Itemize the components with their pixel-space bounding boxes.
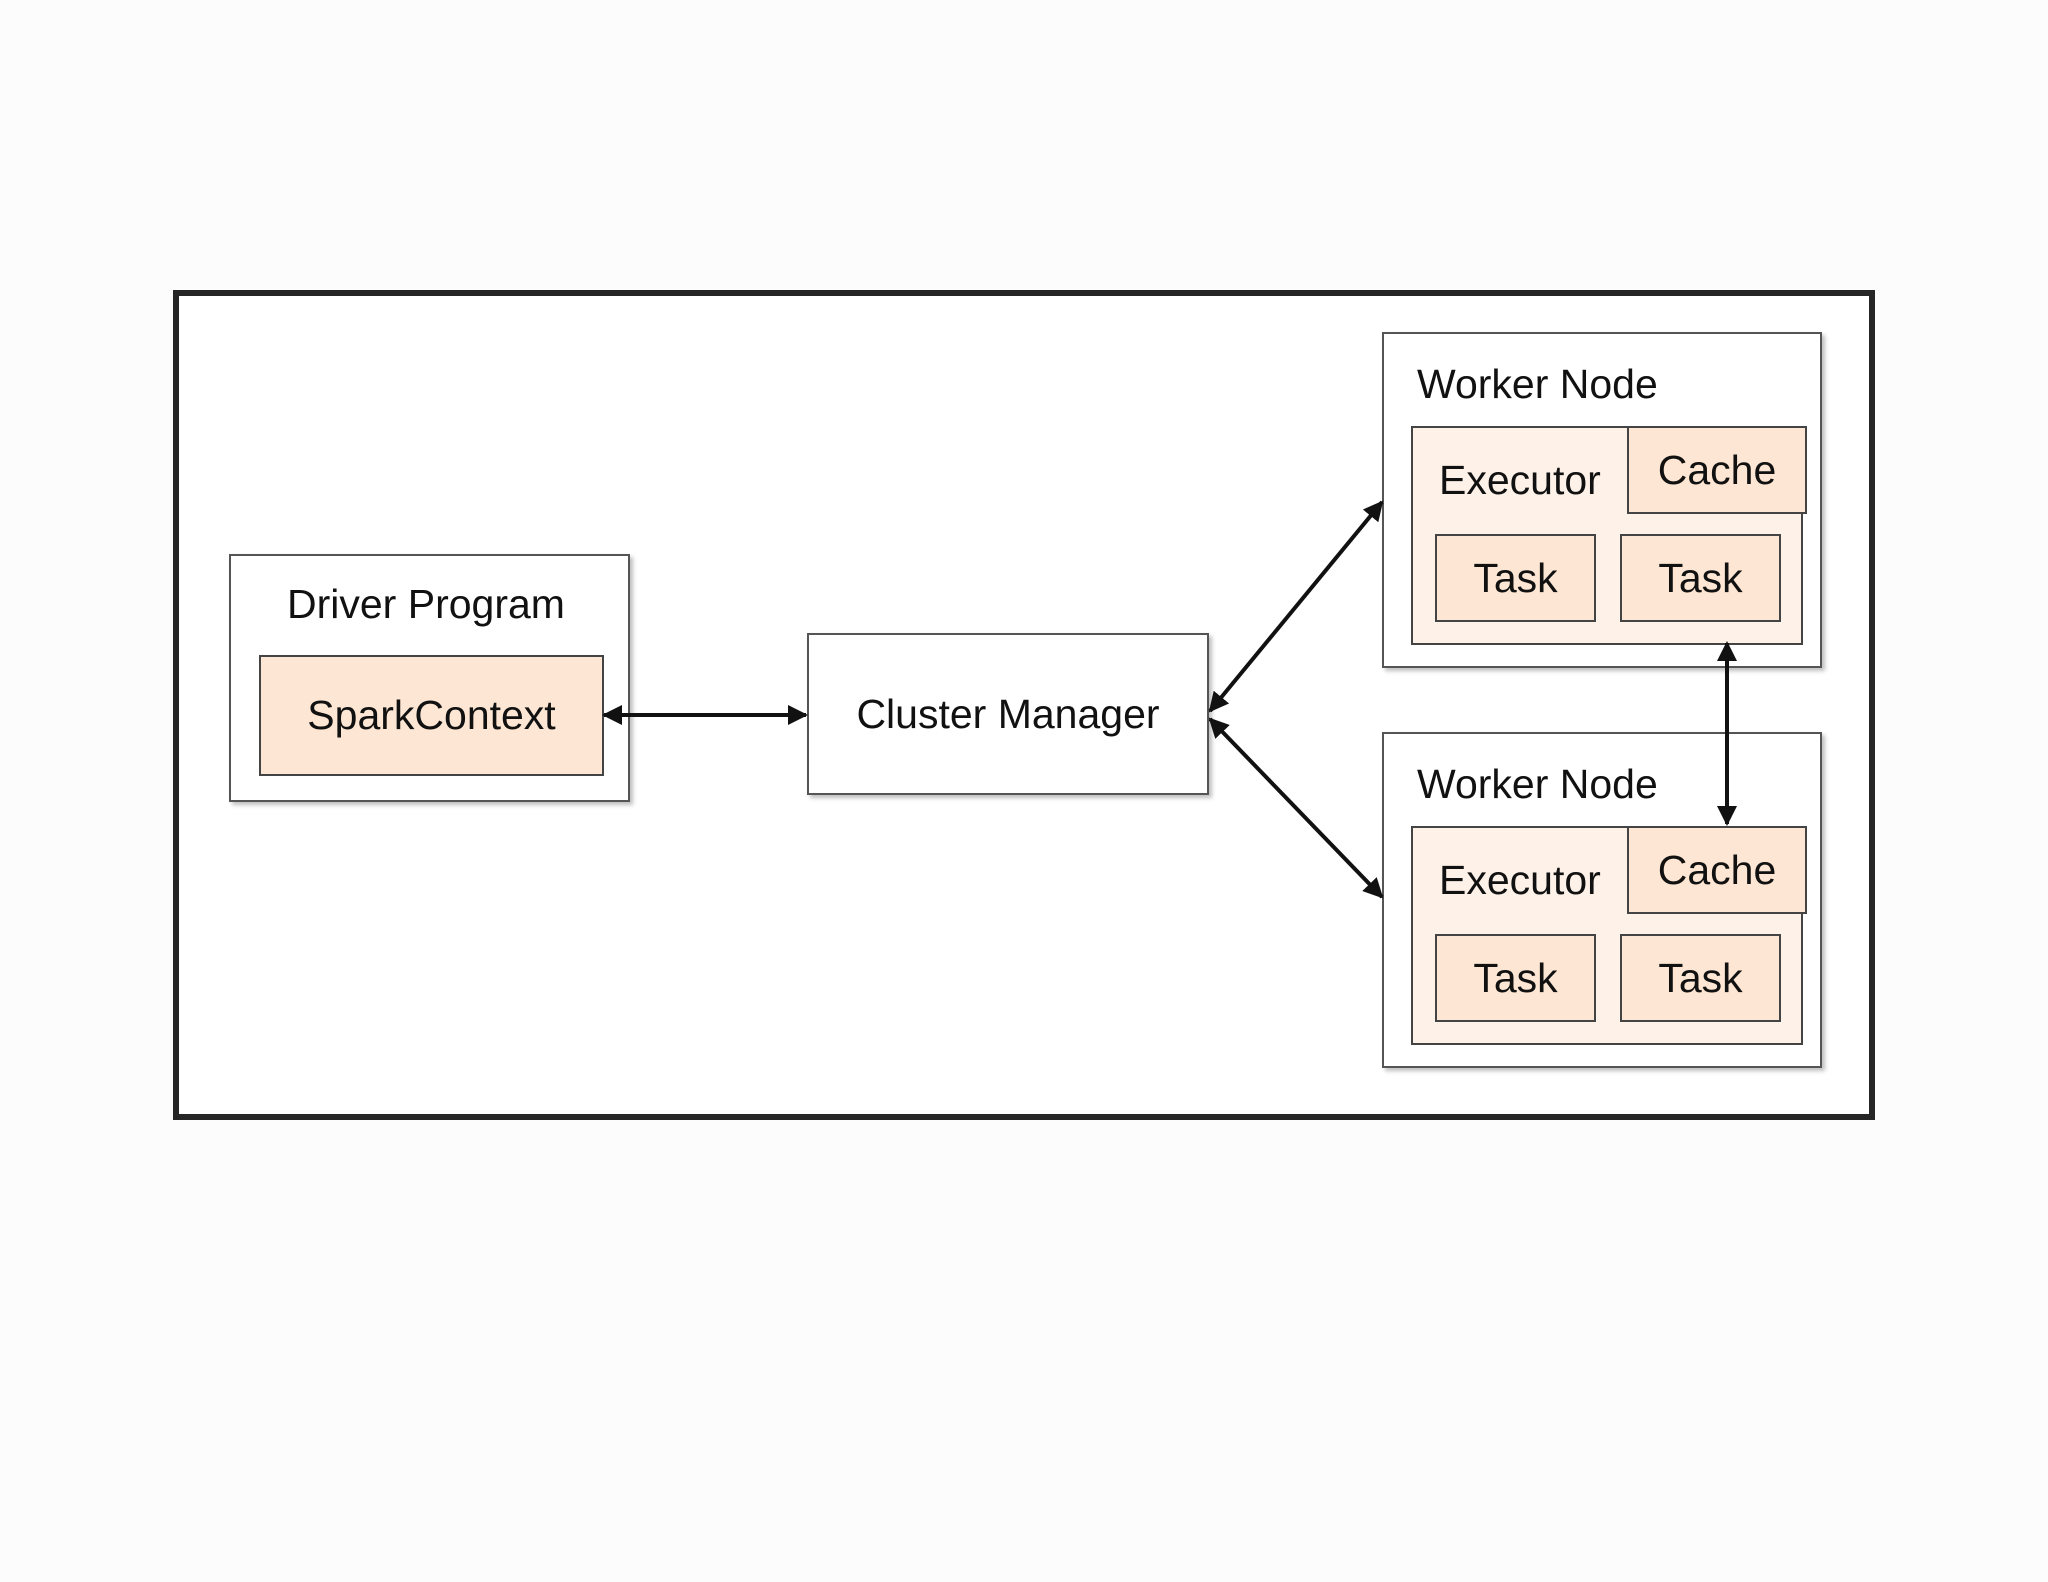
executor-1-label: Executor [1439, 457, 1601, 503]
task-1a-box: Task [1435, 534, 1596, 622]
spark-context-label: SparkContext [307, 692, 556, 738]
worker-node-2: Worker Node Executor Cache Task Task [1382, 732, 1822, 1068]
spark-context-box: SparkContext [259, 655, 604, 776]
cache-1-label: Cache [1657, 446, 1777, 493]
executor-1-box: Executor Cache Task Task [1411, 426, 1807, 645]
executor-2-box: Executor Cache Task Task [1411, 826, 1807, 1045]
task-2a-box: Task [1435, 934, 1596, 1022]
cluster-manager-box: Cluster Manager [807, 633, 1209, 795]
cluster-manager-label: Cluster Manager [856, 690, 1160, 737]
task-1b-label: Task [1658, 554, 1743, 601]
worker-node-2-title: Worker Node [1417, 761, 1658, 807]
cache-2-label: Cache [1657, 846, 1777, 893]
task-2b-label: Task [1658, 954, 1743, 1001]
task-2b-box: Task [1620, 934, 1781, 1022]
worker-node-1: Worker Node Executor Cache Task Task [1382, 332, 1822, 668]
cache-1-box: Cache [1627, 426, 1807, 514]
driver-program-box: Driver Program SparkContext [229, 554, 630, 802]
executor-2-label: Executor [1439, 857, 1601, 903]
worker-node-1-title: Worker Node [1417, 361, 1658, 407]
task-1b-box: Task [1620, 534, 1781, 622]
driver-program-title: Driver Program [287, 581, 565, 627]
cache-2-box: Cache [1627, 826, 1807, 914]
task-1a-label: Task [1473, 554, 1558, 601]
task-2a-label: Task [1473, 954, 1558, 1001]
